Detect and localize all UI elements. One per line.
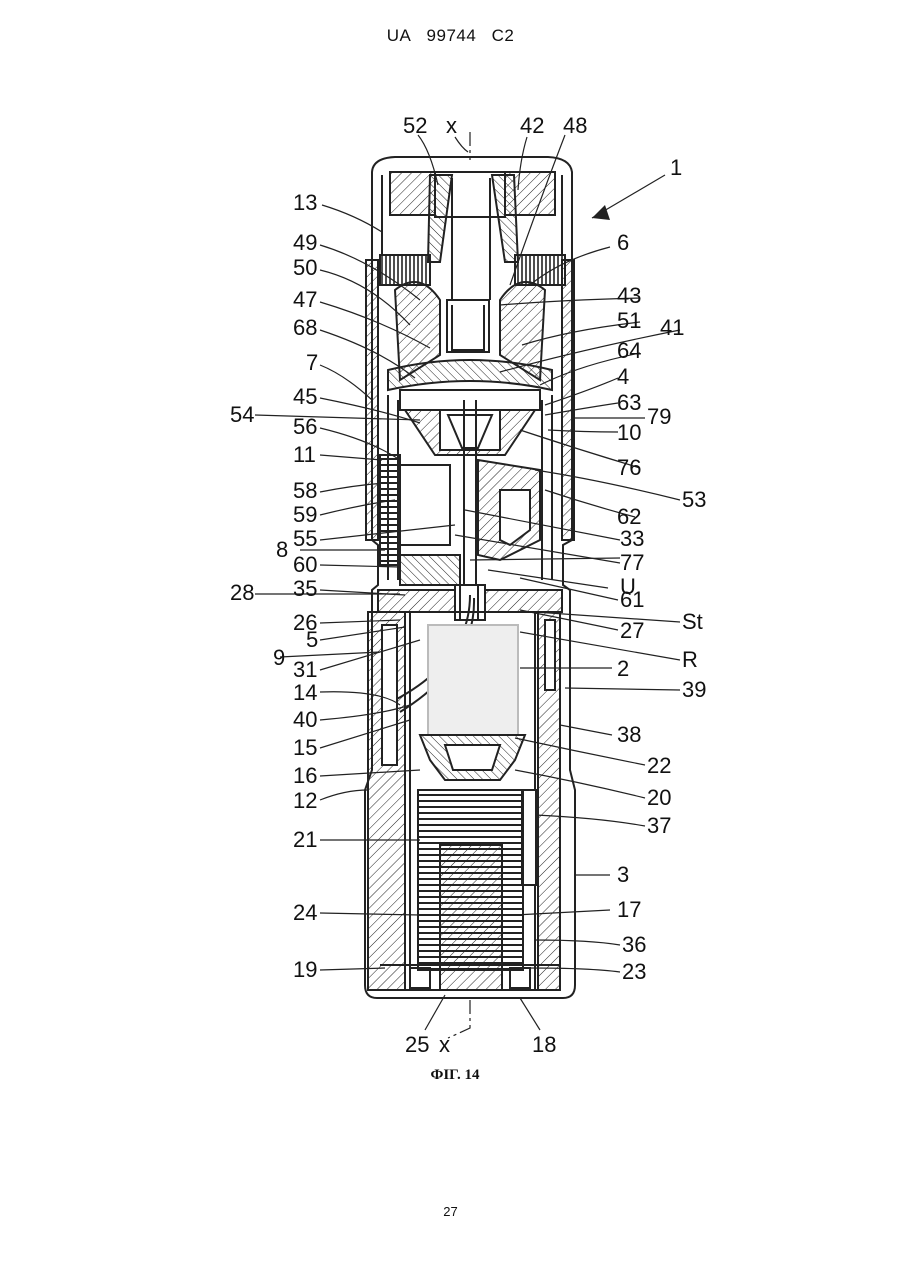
- ref-label-63: 63: [617, 390, 641, 415]
- ref-label-9: 9: [273, 645, 285, 670]
- ref-label-10: 10: [617, 420, 641, 445]
- ref-label-22: 22: [647, 753, 671, 778]
- ref-label-43: 43: [617, 283, 641, 308]
- ref-label-17: 17: [617, 897, 641, 922]
- ref-label-19: 19: [293, 957, 317, 982]
- ref-label-20: 20: [647, 785, 671, 810]
- ref-label-79: 79: [647, 404, 671, 429]
- ref-label-68: 68: [293, 315, 317, 340]
- figure-caption: ФІГ. 14: [400, 1067, 510, 1084]
- ref-label-11: 11: [293, 442, 316, 467]
- ref-label-59: 59: [293, 502, 317, 527]
- ref-label-64: 64: [617, 338, 641, 363]
- ref-label-23: 23: [622, 959, 646, 984]
- ref-label-45: 45: [293, 384, 317, 409]
- ref-label-24: 24: [293, 900, 317, 925]
- ref-label-52: 52: [403, 113, 427, 138]
- ref-label-21: 21: [293, 827, 317, 852]
- ref-label-49: 49: [293, 230, 317, 255]
- ref-label-31: 31: [293, 657, 317, 682]
- ref-label-28: 28: [230, 580, 254, 605]
- ref-label-36: 36: [622, 932, 646, 957]
- ref-label-St: St: [682, 609, 703, 634]
- ref-label-35: 35: [293, 576, 317, 601]
- ref-label-15: 15: [293, 735, 317, 760]
- ref-label-53: 53: [682, 487, 706, 512]
- ref-label-33: 33: [620, 526, 644, 551]
- ref-label-7: 7: [306, 350, 318, 375]
- ref-label-58: 58: [293, 478, 317, 503]
- ref-label-3: 3: [617, 862, 629, 887]
- ref-label-39: 39: [682, 677, 706, 702]
- ref-label-40: 40: [293, 707, 317, 732]
- ref-label-14: 14: [293, 680, 317, 705]
- ref-label-25: 25: [405, 1032, 429, 1057]
- ref-label-41: 41: [660, 315, 684, 340]
- ref-label-42: 42: [520, 113, 544, 138]
- ref-label-55: 55: [293, 526, 317, 551]
- ref-label-38: 38: [617, 722, 641, 747]
- ref-label-13: 13: [293, 190, 317, 215]
- ref-label-48: 48: [563, 113, 587, 138]
- ref-label-x-bottom: x: [439, 1032, 450, 1057]
- ref-label-77: 77: [620, 550, 644, 575]
- arrow-icon: [592, 205, 610, 220]
- ref-label-4: 4: [617, 364, 629, 389]
- ref-label-8: 8: [276, 537, 288, 562]
- page-number: 27: [0, 1204, 901, 1219]
- ref-label-76: 76: [617, 455, 641, 480]
- ref-label-54: 54: [230, 402, 254, 427]
- ref-label-56: 56: [293, 414, 317, 439]
- ref-label-R: R: [682, 647, 698, 672]
- ref-label-16: 16: [293, 763, 317, 788]
- ref-label-1: 1: [670, 155, 682, 180]
- ref-label-61: 61: [620, 587, 644, 612]
- ref-label-47: 47: [293, 287, 317, 312]
- ref-label-x-top: x: [446, 113, 457, 138]
- ref-label-27: 27: [620, 618, 644, 643]
- ref-label-5: 5: [306, 627, 318, 652]
- ref-label-12: 12: [293, 788, 317, 813]
- ref-label-6: 6: [617, 230, 629, 255]
- ref-label-51: 51: [617, 308, 641, 333]
- ref-label-60: 60: [293, 552, 317, 577]
- ref-label-37: 37: [647, 813, 671, 838]
- ref-label-50: 50: [293, 255, 317, 280]
- ref-label-2: 2: [617, 656, 629, 681]
- ref-label-18: 18: [532, 1032, 556, 1057]
